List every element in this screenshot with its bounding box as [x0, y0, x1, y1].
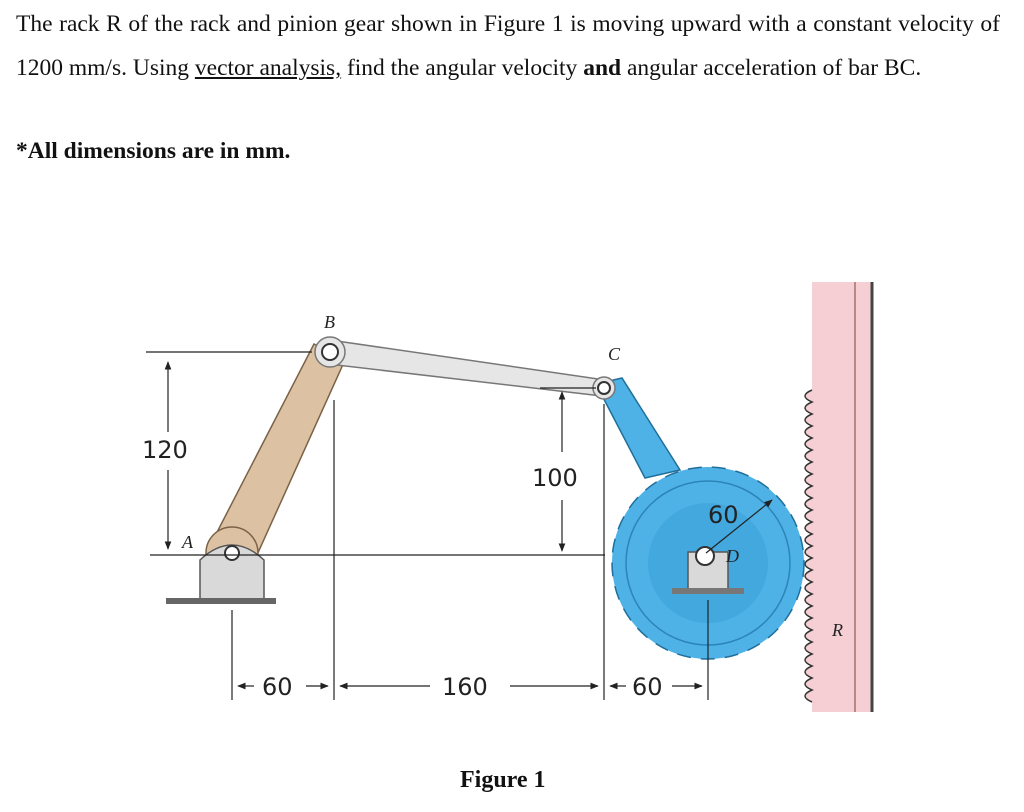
problem-bold-text: and	[583, 55, 622, 81]
figure-caption: Figure 1	[460, 767, 546, 793]
label-d: D	[725, 546, 739, 566]
dimensions-note: *All dimensions are in mm.	[16, 138, 291, 164]
link-bc	[314, 336, 616, 400]
problem-text-part1: The rack R of the rack and pinion gear s…	[16, 11, 1000, 81]
label-a: A	[181, 532, 194, 552]
label-r: R	[831, 620, 843, 640]
problem-underlined-text: vector analysis,	[194, 55, 342, 81]
label-b: B	[324, 312, 335, 332]
dim-horiz-1: 60	[262, 673, 293, 701]
pin-support-d	[672, 546, 744, 594]
problem-text-part3: angular acceleration of bar BC.	[621, 55, 922, 81]
dimension-lines	[146, 351, 773, 700]
dim-gear-radius: 60	[708, 501, 739, 529]
dim-height-c: 100	[532, 464, 578, 492]
problem-statement: The rack R of the rack and pinion gear s…	[16, 2, 1000, 90]
pin-support-a	[166, 544, 276, 604]
dim-height-ab: 120	[142, 436, 188, 464]
dim-horiz-3: 60	[632, 673, 663, 701]
dim-horiz-2: 160	[442, 673, 488, 701]
link-ab	[205, 342, 346, 580]
label-c: C	[608, 344, 621, 364]
rack-r	[804, 282, 874, 712]
problem-text-part2: find the angular velocity	[341, 55, 584, 81]
gear-arm	[594, 377, 682, 479]
